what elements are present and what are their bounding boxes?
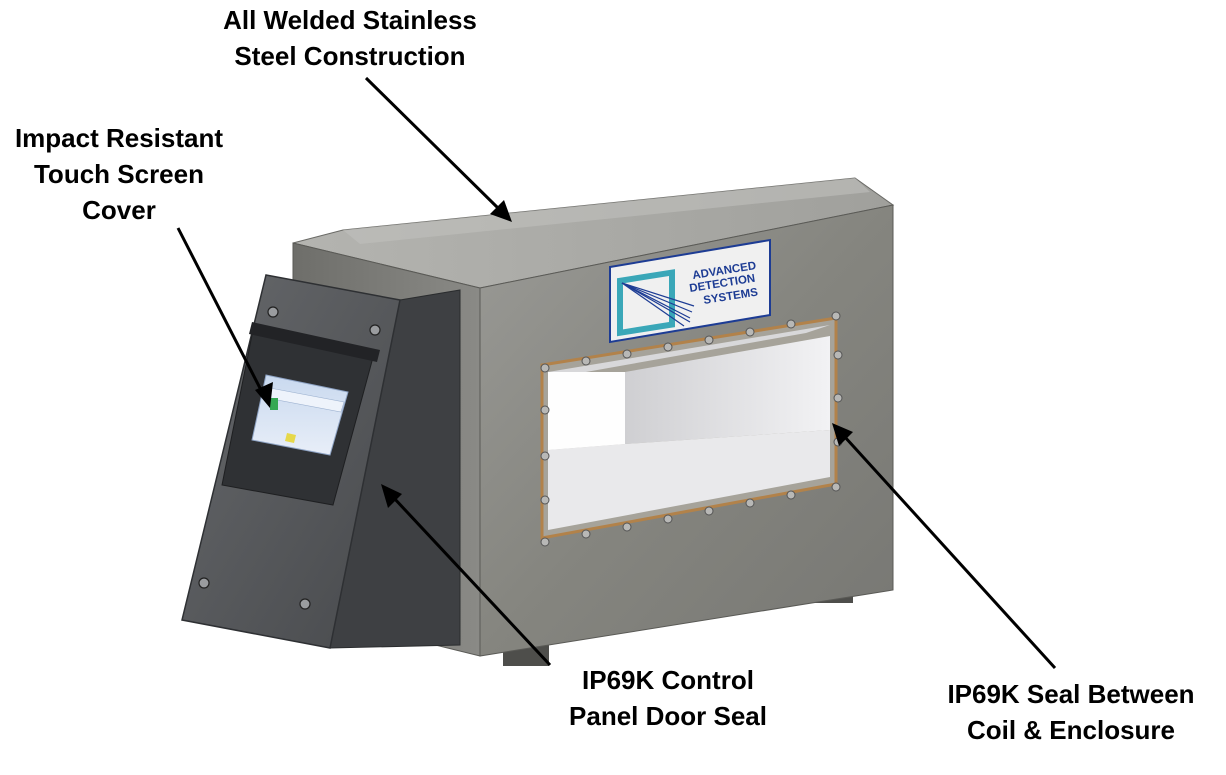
arrow-coil-seal	[832, 423, 1057, 670]
callout-door-seal-line-2: Panel Door Seal	[569, 701, 767, 731]
enclosure-top-ridge	[343, 178, 870, 244]
callout-coil-seal-line-1: IP69K Seal Between	[947, 679, 1195, 709]
screen-green-indicator	[270, 398, 278, 410]
tunnel-floor	[548, 430, 830, 530]
callout-touch-screen-line-2: Touch Screen	[33, 159, 204, 189]
logo-rays	[621, 282, 695, 327]
panel-bolts	[198, 306, 381, 610]
control-panel	[181, 274, 461, 649]
tunnel-left-opening	[548, 372, 625, 450]
tunnel-back	[625, 336, 830, 444]
screen-yellow-button	[285, 433, 296, 443]
callout-door-seal: IP69K Control Panel Door Seal	[540, 662, 796, 734]
touch-screen-hinge	[249, 322, 380, 362]
brand-logo: ADVANCED DETECTION SYSTEMS	[609, 238, 771, 344]
arrow-touch-screen	[176, 227, 273, 408]
callout-construction-line-2: Steel Construction	[234, 41, 466, 71]
callout-construction-line-1: All Welded Stainless	[223, 5, 477, 35]
callout-coil-seal-line-2: Coil & Enclosure	[966, 715, 1176, 745]
callout-arrows	[176, 76, 1057, 670]
callout-door-seal-line-1: IP69K Control	[582, 665, 754, 695]
callout-touch-screen-line-1: Impact Resistant	[14, 123, 224, 153]
tunnel-top	[548, 325, 830, 378]
callout-coil-seal: IP69K Seal Between Coil & Enclosure	[928, 676, 1214, 748]
arrow-door-seal	[381, 484, 552, 667]
callout-construction: All Welded Stainless Steel Construction	[180, 2, 520, 74]
arrow-construction	[364, 76, 512, 222]
callout-touch-screen: Impact Resistant Touch Screen Cover	[0, 120, 238, 228]
callout-touch-screen-line-3: Cover	[82, 195, 156, 225]
